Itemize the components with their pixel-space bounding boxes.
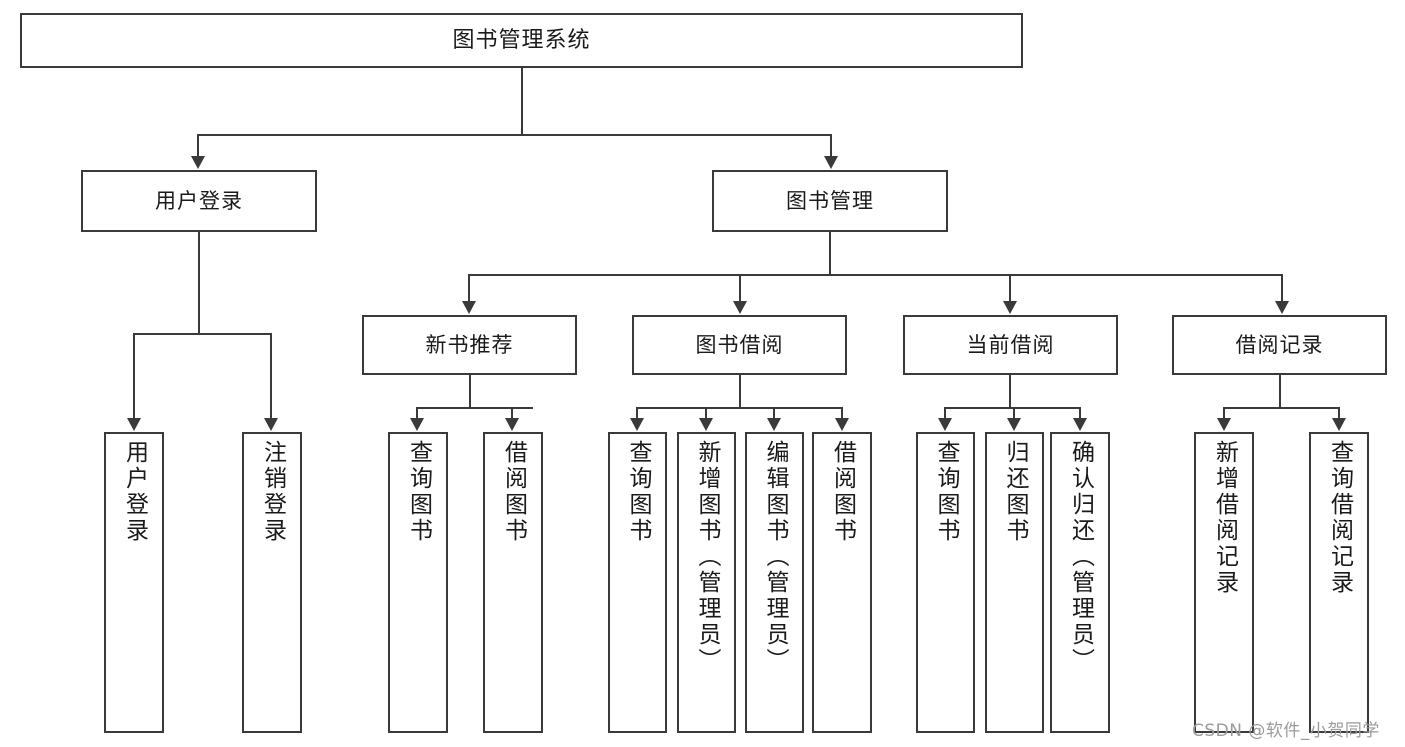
node-label: 编辑图书（管理员） <box>762 440 788 674</box>
arrowhead-icon <box>264 418 278 431</box>
node-label: 当前借阅 <box>966 332 1055 357</box>
leaf-logout[interactable]: 注销登录 <box>242 432 302 733</box>
arrowhead-icon <box>462 301 476 314</box>
leaf-query-book-borrow[interactable]: 查询图书 <box>608 432 667 733</box>
node-label: 新增图书（管理员） <box>694 440 720 674</box>
arrowhead-icon <box>824 156 838 169</box>
node-label: 查询借阅记录 <box>1326 440 1353 596</box>
connector-book-mgmt-drop-4 <box>1281 274 1283 302</box>
arrowhead-icon <box>505 418 519 431</box>
connector-current-bus <box>944 407 1081 409</box>
node-label: 注销登录 <box>259 440 286 544</box>
connector-record-drop-2 <box>1338 407 1340 419</box>
node-book-borrow[interactable]: 图书借阅 <box>632 315 847 375</box>
arrowhead-icon <box>191 156 205 169</box>
node-label: 用户登录 <box>121 440 148 544</box>
connector-user-login-stem <box>198 232 200 334</box>
node-label: 借阅记录 <box>1235 332 1324 357</box>
arrowhead-icon <box>1217 418 1231 431</box>
arrowhead-icon <box>1332 418 1346 431</box>
arrowhead-icon <box>410 418 424 431</box>
arrowhead-icon <box>767 418 781 431</box>
connector-user-login-drop-2 <box>270 333 272 419</box>
connector-book-mgmt-drop-3 <box>1009 274 1011 302</box>
connector-record-stem <box>1279 375 1281 408</box>
node-current-borrow[interactable]: 当前借阅 <box>903 315 1118 375</box>
connector-root-bus <box>197 134 832 136</box>
leaf-query-book-current[interactable]: 查询图书 <box>916 432 975 733</box>
node-user-login[interactable]: 用户登录 <box>81 170 317 232</box>
arrowhead-icon <box>733 301 747 314</box>
leaf-edit-book-admin[interactable]: 编辑图书（管理员） <box>745 432 804 733</box>
arrowhead-icon <box>938 418 952 431</box>
node-label: 新增借阅记录 <box>1211 440 1238 596</box>
arrowhead-icon <box>630 418 644 431</box>
connector-borrow-bus <box>636 407 842 409</box>
node-label: 图书管理系统 <box>452 27 591 53</box>
connector-borrow-drop-2 <box>705 407 707 419</box>
node-label: 图书借阅 <box>695 332 784 357</box>
node-label: 确认归还（管理员） <box>1067 440 1094 674</box>
node-borrow-record[interactable]: 借阅记录 <box>1172 315 1387 375</box>
arrowhead-icon <box>1073 418 1087 431</box>
connector-new-book-drop-2 <box>511 407 513 419</box>
connector-root-drop-2 <box>830 134 832 156</box>
connector-book-mgmt-drop-1 <box>468 274 470 302</box>
connector-user-login-drop-1 <box>133 333 135 419</box>
connector-current-drop-2 <box>1013 407 1015 419</box>
node-label: 借阅图书 <box>829 440 856 544</box>
leaf-query-book-newbook[interactable]: 查询图书 <box>388 432 448 733</box>
connector-new-book-bus <box>416 407 533 409</box>
leaf-add-book-admin[interactable]: 新增图书（管理员） <box>677 432 736 733</box>
arrowhead-icon <box>835 418 849 431</box>
connector-new-book-drop-1 <box>416 407 418 419</box>
connector-book-mgmt-drop-2 <box>739 274 741 302</box>
node-label: 查询图书 <box>405 440 432 544</box>
connector-root-stem <box>521 68 523 135</box>
connector-record-bus <box>1223 407 1340 409</box>
connector-book-mgmt-stem <box>829 232 831 275</box>
node-label: 查询图书 <box>625 440 651 544</box>
node-label: 查询图书 <box>933 440 959 544</box>
node-new-book-recommend[interactable]: 新书推荐 <box>362 315 577 375</box>
connector-root-drop-1 <box>197 134 199 156</box>
connector-borrow-drop-4 <box>841 407 843 419</box>
arrowhead-icon <box>1007 418 1021 431</box>
connector-current-drop-3 <box>1079 407 1081 419</box>
leaf-return-book[interactable]: 归还图书 <box>985 432 1044 733</box>
connector-borrow-stem <box>739 375 741 408</box>
arrowhead-icon <box>699 418 713 431</box>
leaf-add-borrow-record[interactable]: 新增借阅记录 <box>1194 432 1254 733</box>
arrowhead-icon <box>1003 301 1017 314</box>
node-label: 新书推荐 <box>425 332 514 357</box>
node-label: 图书管理 <box>786 188 874 213</box>
connector-borrow-drop-1 <box>636 407 638 419</box>
connector-new-book-stem <box>469 375 471 408</box>
leaf-borrow-book[interactable]: 借阅图书 <box>812 432 872 733</box>
leaf-borrow-book-newbook[interactable]: 借阅图书 <box>483 432 543 733</box>
arrowhead-icon <box>1275 301 1289 314</box>
node-book-management[interactable]: 图书管理 <box>712 170 948 232</box>
node-label: 借阅图书 <box>500 440 527 544</box>
connector-current-drop-1 <box>944 407 946 419</box>
connector-current-stem <box>1009 375 1011 408</box>
node-label: 用户登录 <box>155 188 243 213</box>
node-label: 归还图书 <box>1002 440 1028 544</box>
leaf-user-login[interactable]: 用户登录 <box>104 432 164 733</box>
node-root-book-management-system[interactable]: 图书管理系统 <box>20 13 1023 68</box>
leaf-query-borrow-record[interactable]: 查询借阅记录 <box>1309 432 1369 733</box>
leaf-confirm-return-admin[interactable]: 确认归还（管理员） <box>1050 432 1110 733</box>
connector-book-mgmt-bus <box>468 274 1283 276</box>
connector-user-login-bus <box>133 333 271 335</box>
arrowhead-icon <box>127 418 141 431</box>
connector-borrow-drop-3 <box>773 407 775 419</box>
connector-record-drop-1 <box>1223 407 1225 419</box>
